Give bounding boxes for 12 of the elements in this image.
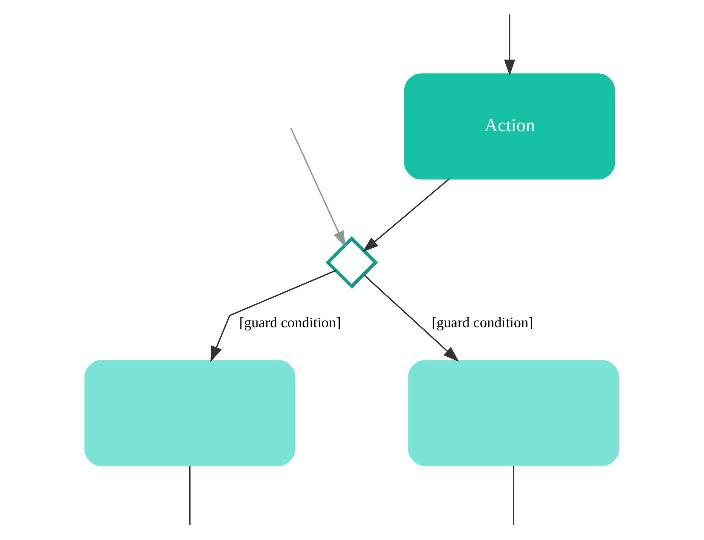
node-box: Action [404,74,616,180]
arrow [504,14,516,76]
edge-label: [guard condition] [239,315,342,332]
arrow [364,274,460,362]
connector [513,466,515,526]
node-box [408,360,620,466]
arrow [362,178,450,252]
connector [189,466,191,526]
node-box [84,360,296,466]
edge-label: [guard condition] [432,315,534,332]
arrow [210,270,336,362]
arrow [290,128,346,248]
